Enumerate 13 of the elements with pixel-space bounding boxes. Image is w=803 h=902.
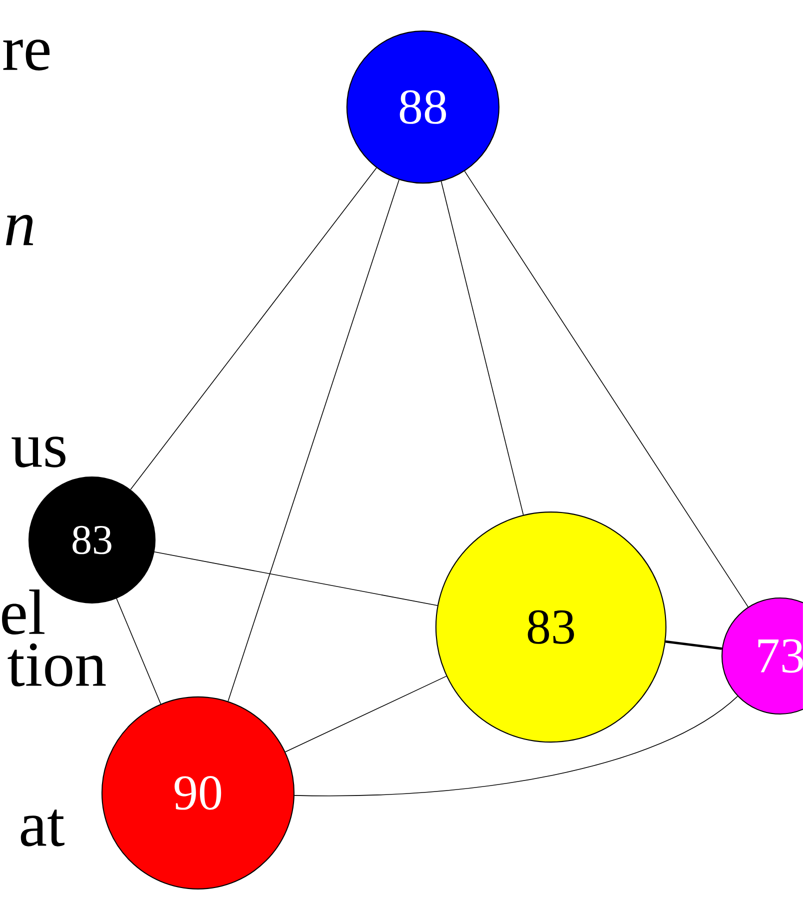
edge-line [665,640,722,650]
edge-line [228,179,400,702]
label-text: tion [8,643,106,686]
label-text: n [6,214,34,246]
label-text: us [12,436,66,468]
edge-line [116,598,162,704]
edge-line [464,170,749,608]
edge-line [440,180,524,516]
edge-line [294,696,738,796]
edge-line [285,676,447,752]
edge-line [130,167,377,490]
edge-line [154,551,438,606]
label-text: re [3,40,50,70]
